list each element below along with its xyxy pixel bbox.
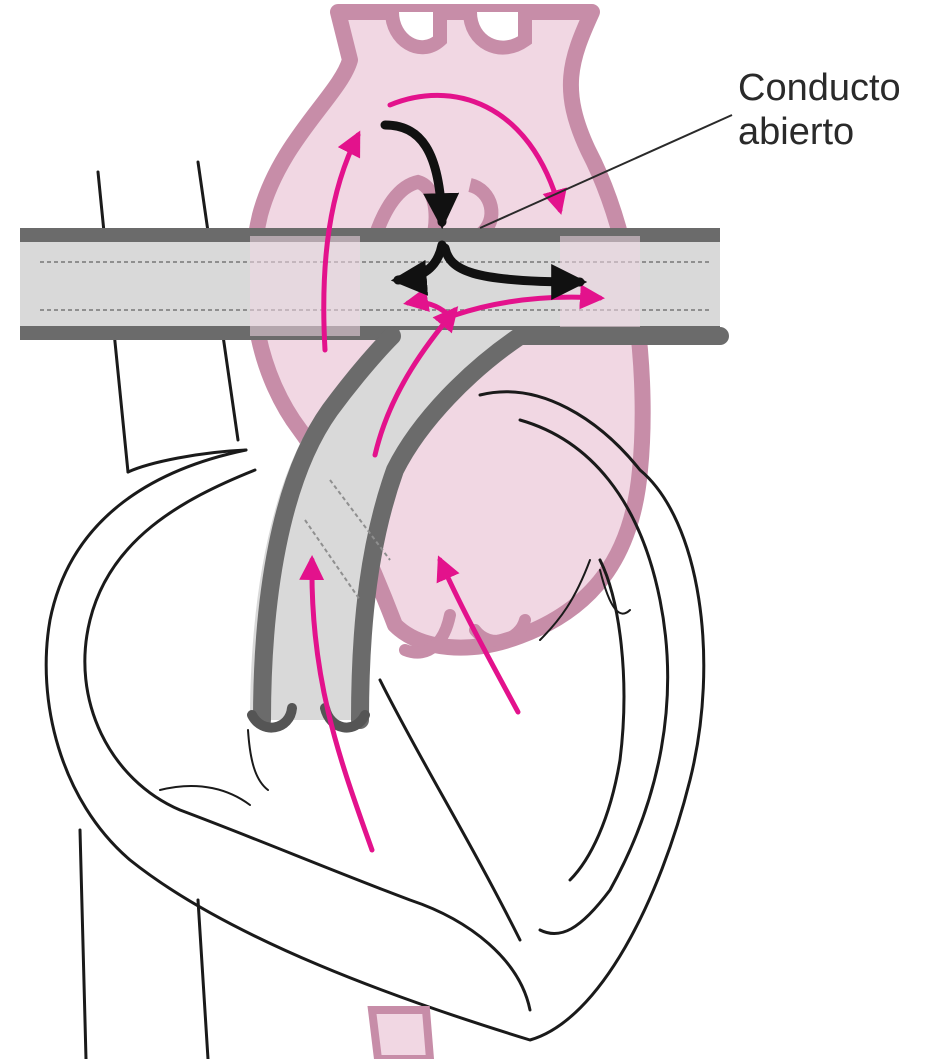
ductus-label-line2: abierto bbox=[738, 110, 901, 154]
ductus-label-line1: Conducto bbox=[738, 66, 901, 110]
head-vessel-left bbox=[392, 12, 440, 47]
ductus-label: Conducto abierto bbox=[738, 66, 901, 154]
inferior-vena-cava bbox=[80, 830, 208, 1059]
pulmonary-arteries bbox=[20, 228, 720, 340]
head-vessel-right bbox=[470, 12, 525, 48]
